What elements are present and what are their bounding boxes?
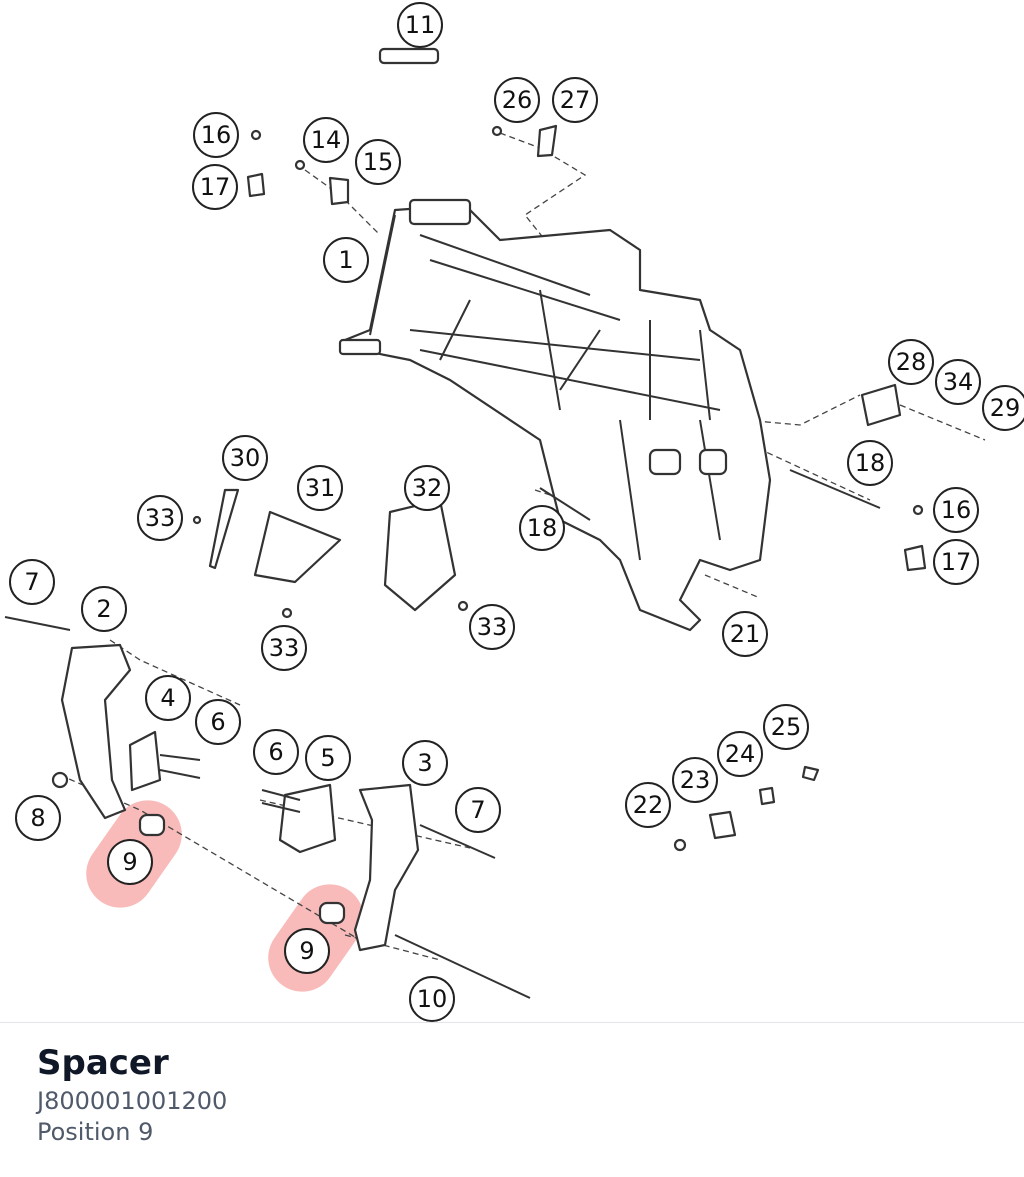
callout[interactable]: 18 xyxy=(519,505,565,551)
callout-number: 25 xyxy=(771,713,802,741)
callout-number: 6 xyxy=(268,738,283,766)
callout[interactable]: 33 xyxy=(261,625,307,671)
callout-number: 15 xyxy=(363,148,394,176)
callout-number: 9 xyxy=(299,937,314,965)
callout[interactable]: 16 xyxy=(193,112,239,158)
part-info-panel: Spacer J800001001200 Position 9 xyxy=(37,1040,227,1148)
callout-number: 17 xyxy=(200,173,231,201)
callout-number: 22 xyxy=(633,791,664,819)
callout-selected[interactable]: 9 xyxy=(107,839,153,885)
callout-number: 32 xyxy=(412,474,443,502)
callout[interactable]: 31 xyxy=(297,465,343,511)
callout[interactable]: 23 xyxy=(672,757,718,803)
callout-number: 21 xyxy=(730,620,761,648)
part-position: Position 9 xyxy=(37,1118,154,1146)
callout-number: 1 xyxy=(338,246,353,274)
callout-selected[interactable]: 9 xyxy=(284,928,330,974)
callout-number: 8 xyxy=(30,804,45,832)
callout[interactable]: 26 xyxy=(494,77,540,123)
callout-number: 23 xyxy=(680,766,711,794)
part-31 xyxy=(253,510,342,584)
callout[interactable]: 15 xyxy=(355,139,401,185)
exploded-parts-diagram: 11 26 27 16 17 14 15 1 28 34 29 18 16 17… xyxy=(4,2,1024,1022)
callout[interactable]: 1 xyxy=(323,237,369,283)
callouts: 11 26 27 16 17 14 15 1 28 34 29 18 16 17… xyxy=(9,2,1024,1022)
part-32 xyxy=(383,498,457,612)
callout-number: 24 xyxy=(725,740,756,768)
callout-number: 29 xyxy=(990,394,1021,422)
callout-number: 7 xyxy=(470,796,485,824)
callout-number: 31 xyxy=(305,474,336,502)
divider xyxy=(0,1022,1024,1023)
callout-number: 7 xyxy=(24,568,39,596)
callout[interactable]: 25 xyxy=(763,704,809,750)
callout[interactable]: 32 xyxy=(404,465,450,511)
callout[interactable]: 29 xyxy=(982,385,1024,431)
callout[interactable]: 8 xyxy=(15,795,61,841)
main-frame xyxy=(338,198,772,632)
small-parts xyxy=(4,47,927,999)
callout[interactable]: 34 xyxy=(935,359,981,405)
callout[interactable]: 11 xyxy=(397,2,443,48)
part-11 xyxy=(378,47,440,65)
callout[interactable]: 7 xyxy=(455,787,501,833)
callout-number: 6 xyxy=(210,708,225,736)
callout-number: 14 xyxy=(311,126,342,154)
callout[interactable]: 33 xyxy=(137,495,183,541)
callout-number: 11 xyxy=(405,11,436,39)
callout[interactable]: 6 xyxy=(195,699,241,745)
callout-number: 34 xyxy=(943,368,974,396)
callout[interactable]: 14 xyxy=(303,117,349,163)
callout[interactable]: 4 xyxy=(145,675,191,721)
callout[interactable]: 10 xyxy=(409,976,455,1022)
callout[interactable]: 33 xyxy=(469,604,515,650)
spacer-9-right xyxy=(318,901,346,925)
callout-number: 27 xyxy=(560,86,591,114)
callout[interactable]: 2 xyxy=(81,586,127,632)
callout-number: 26 xyxy=(502,86,533,114)
callout-number: 9 xyxy=(122,848,137,876)
part-number: J800001001200 xyxy=(37,1087,228,1115)
callout-number: 18 xyxy=(527,514,558,542)
callout[interactable]: 16 xyxy=(933,487,979,533)
callout-number: 16 xyxy=(201,121,232,149)
callout[interactable]: 17 xyxy=(192,164,238,210)
part-30 xyxy=(208,488,240,570)
callout-number: 28 xyxy=(896,348,927,376)
callout-number: 33 xyxy=(477,613,508,641)
part-2 xyxy=(60,643,132,820)
callout[interactable]: 22 xyxy=(625,782,671,828)
callout-number: 4 xyxy=(160,684,175,712)
callout-number: 10 xyxy=(417,985,448,1013)
callout[interactable]: 5 xyxy=(305,735,351,781)
callout-number: 3 xyxy=(417,749,432,777)
part-3 xyxy=(353,783,420,952)
callout-number: 2 xyxy=(96,595,111,623)
callout[interactable]: 30 xyxy=(222,435,268,481)
callout-number: 30 xyxy=(230,444,261,472)
callout[interactable]: 17 xyxy=(933,539,979,585)
callout[interactable]: 18 xyxy=(847,440,893,486)
callout[interactable]: 3 xyxy=(402,740,448,786)
callout[interactable]: 24 xyxy=(717,731,763,777)
callout-number: 16 xyxy=(941,496,972,524)
callout-number: 5 xyxy=(320,744,335,772)
callout[interactable]: 21 xyxy=(722,611,768,657)
callout[interactable]: 28 xyxy=(888,339,934,385)
callout-number: 18 xyxy=(855,449,886,477)
part-name: Spacer xyxy=(37,1043,169,1083)
callout[interactable]: 27 xyxy=(552,77,598,123)
spacer-9-left xyxy=(138,813,166,837)
callout-number: 17 xyxy=(941,548,972,576)
callout[interactable]: 6 xyxy=(253,729,299,775)
callout[interactable]: 7 xyxy=(9,559,55,605)
callout-number: 33 xyxy=(269,634,300,662)
callout-number: 33 xyxy=(145,504,176,532)
